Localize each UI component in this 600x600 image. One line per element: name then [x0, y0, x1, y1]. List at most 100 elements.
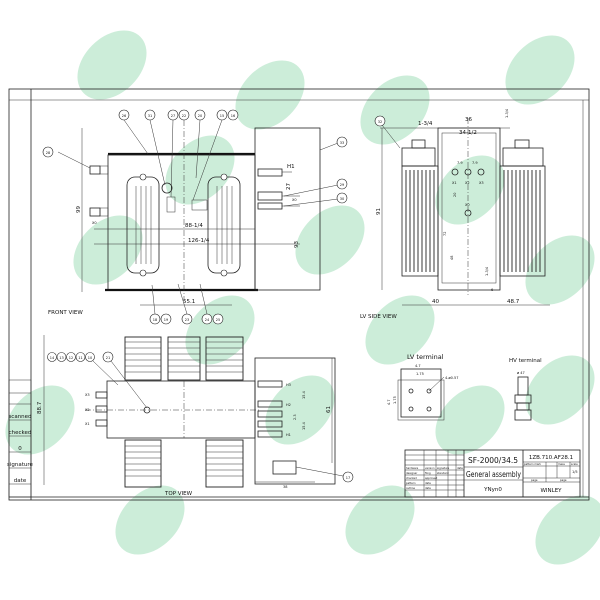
dim-bottom: 1-3/4 — [485, 266, 489, 276]
watermark-logo — [5, 385, 75, 455]
rev-label-fiing: fiing — [425, 471, 431, 475]
callout-11: 11 — [78, 356, 82, 360]
header-mass: mass — [558, 463, 565, 466]
dim-width: 36 — [465, 117, 472, 123]
top-hv-h1: H1 — [286, 433, 291, 437]
watermark-logo — [360, 75, 430, 145]
callout-17: 17 — [346, 476, 350, 480]
top-view: X3 X2 X1 H3 H2 H1 15.4 15.4 2.3 88.7 61 … — [37, 335, 354, 497]
watermark-logo — [115, 485, 185, 555]
header-scale: scale — [571, 462, 578, 466]
front-view: 88-1/4 126-1/4 55.1 99 93 27 H1 X0 X0 28… — [42, 109, 348, 325]
callout-33: 33 — [340, 141, 344, 145]
view-label-hv-terminal: HV terminal — [509, 358, 542, 364]
callout-12: 12 — [69, 356, 73, 360]
callout-13: 13 — [59, 356, 63, 360]
dim-pitch-a: 7.9 — [457, 161, 463, 165]
view-label-front: FRONT VIEW — [48, 310, 83, 316]
scale-value: 1/5 — [572, 470, 578, 474]
dim-top-pitch-a: 15.4 — [302, 390, 306, 399]
lv-terminal-x2: X2 — [465, 181, 470, 185]
dim-20: 20 — [453, 193, 457, 197]
callout-10: 10 — [88, 356, 92, 360]
callout-16: 16 — [231, 114, 235, 118]
lv-terminal-x3: X3 — [479, 181, 484, 185]
dim-left: 40 — [432, 299, 439, 305]
callout-32: 32 — [378, 120, 382, 124]
watermark-layer — [5, 30, 600, 565]
watermark-logo — [345, 485, 415, 555]
vector-group: YNyn0 — [483, 487, 502, 493]
dim-base: 55.1 — [183, 299, 195, 305]
dim-pitch-b: 7.9 — [472, 161, 478, 165]
watermark-logo — [77, 30, 147, 100]
view-label-lv-side: LV SIDE VIEW — [360, 314, 397, 320]
watermark-logo — [165, 135, 235, 205]
watermark-logo — [185, 295, 255, 365]
rev-label-date: date — [457, 466, 463, 470]
drawing-name: General assembly — [466, 470, 521, 479]
dim-bushing-gap: 27 — [286, 183, 292, 190]
callout-26: 26 — [122, 114, 126, 118]
dim-lv-holes: 4-ø0.57 — [445, 376, 458, 380]
header-page1: page — [531, 479, 538, 482]
dim-box-height: 61 — [326, 406, 332, 413]
rev-label-standard: standard — [437, 471, 449, 475]
view-label-lv-terminal: LV terminal — [407, 353, 444, 361]
dim-lv-width: 4.7 — [415, 364, 421, 368]
drawing-number: 1ZB.710.AF28.1 — [529, 455, 573, 461]
lv-terminal-x1: X1 — [452, 181, 457, 185]
callout-19: 19 — [164, 318, 168, 322]
watermark-logo — [235, 60, 305, 130]
rev-label-hardware: hardware — [406, 466, 419, 470]
watermark-logo — [525, 355, 595, 425]
top-hv-h2: H2 — [286, 403, 291, 407]
company-name: WINLEY — [540, 488, 562, 494]
rev-label-version: version — [425, 466, 435, 470]
callout-25: 25 — [216, 318, 220, 322]
dim-lv-height: 4.7 — [387, 399, 391, 405]
title-block: hardware version signature date designer… — [404, 449, 581, 498]
dim-depth: 88.7 — [37, 401, 43, 414]
callout-29: 29 — [340, 183, 344, 187]
dim-right: 48.7 — [507, 299, 520, 305]
callout-30: 30 — [340, 197, 344, 201]
gauge-icon — [161, 182, 173, 194]
callout-27: 27 — [171, 114, 175, 118]
watermark-logo — [435, 155, 505, 225]
rev-label-approved: approved — [425, 476, 438, 480]
header-pattern-mark: pattern mark — [524, 462, 542, 466]
dim-outer-width: 126-1/4 — [188, 238, 210, 244]
bushing-label-x0a: X0 — [292, 198, 297, 202]
callout-18: 18 — [153, 318, 157, 322]
side-table: scanned checked 0 signature date — [7, 379, 34, 498]
bushing-label-x0b: X0 — [92, 221, 97, 225]
dim-inner-width: 88-1/4 — [185, 223, 203, 229]
rev-label-signature: signature — [437, 466, 450, 470]
callout-15: 15 — [220, 114, 224, 118]
dim-right-height: 93 — [294, 241, 300, 248]
dim-height: 99 — [76, 206, 82, 213]
lv-side-view: X1 X2 X3 X0 1-3/4 36 34-1/2 1-3/4 7.9 7.… — [360, 108, 550, 320]
rev-label-outline: outline — [406, 486, 415, 490]
rev-label-date2: date — [425, 481, 431, 485]
dim-top-left: 1-3/4 — [418, 121, 433, 127]
dim-top-pitch-b: 15.4 — [302, 421, 306, 430]
lv-terminal-x0: X0 — [465, 203, 470, 207]
lv-terminal-detail: LV terminal 4.7 1.75 4-ø0.57 4.7 1.75 — [387, 353, 458, 421]
dim-side-height: 91 — [376, 208, 382, 215]
dim-lv-pitch: 1.75 — [416, 372, 424, 376]
side-label-date: date — [14, 478, 27, 484]
callout-28: 28 — [46, 151, 50, 155]
side-label-scanned: scanned — [8, 414, 31, 420]
callout-14: 14 — [50, 356, 55, 360]
callout-22: 22 — [182, 114, 186, 118]
top-lv-x2: X2 — [85, 408, 90, 412]
dim-lv-vpitch: 1.75 — [393, 396, 397, 404]
side-label-signature: signature — [7, 462, 34, 468]
callout-20: 20 — [198, 114, 202, 118]
callout-24: 24 — [205, 318, 210, 322]
top-lv-x3: X3 — [85, 393, 90, 397]
header-page2: page — [560, 479, 567, 482]
